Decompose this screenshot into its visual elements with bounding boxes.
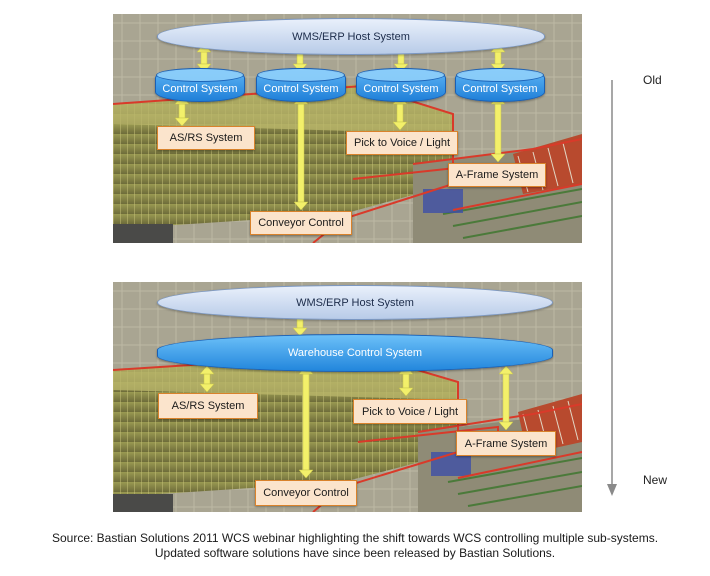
timeline-old-label: Old [643,73,662,87]
conveyor-control-label: Conveyor Control [250,211,352,235]
host-label: WMS/ERP Host System [296,296,414,309]
wcs-label: Warehouse Control System [287,347,423,359]
control-system-4: Control System [455,68,545,102]
asrs-system-label: AS/RS System [158,393,258,419]
wms-erp-host-system: WMS/ERP Host System [157,285,553,320]
host-label: WMS/ERP Host System [292,30,410,43]
control-system-1: Control System [155,68,245,102]
pick-to-voice-light-label: Pick to Voice / Light [346,131,458,155]
source-caption-line-2: Updated software solutions have since be… [154,546,556,560]
control-system-2: Control System [256,68,346,102]
timeline-arrow [607,80,617,496]
asrs-system-label: AS/RS System [157,126,255,150]
warehouse-control-system: Warehouse Control System [157,334,553,372]
warehouse-scene [113,282,582,512]
new-architecture-diagram: WMS/ERP Host System Warehouse Control Sy… [113,282,582,512]
source-caption-line-1: Source: Bastian Solutions 2011 WCS webin… [51,531,659,545]
arrows-bottom [199,309,514,479]
old-architecture-diagram: WMS/ERP Host System Control System Contr… [113,14,582,243]
a-frame-system-label: A-Frame System [456,431,556,456]
a-frame-system-label: A-Frame System [448,163,546,187]
conveyor-control-label: Conveyor Control [255,480,357,506]
control-system-3: Control System [356,68,446,102]
timeline-new-label: New [643,473,668,487]
arrow-head-icon [607,484,617,496]
wms-erp-host-system: WMS/ERP Host System [157,18,545,55]
pick-to-voice-light-label: Pick to Voice / Light [353,399,467,424]
